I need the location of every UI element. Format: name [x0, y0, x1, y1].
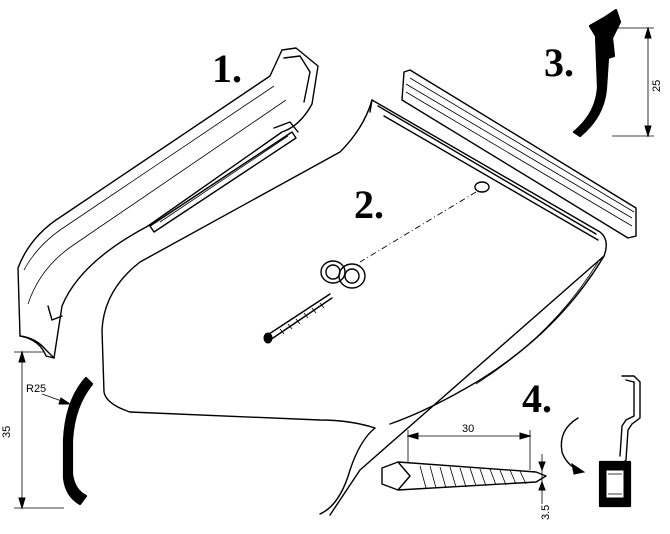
dim-screw-head: 3.5 [540, 505, 552, 520]
washer-ring [320, 260, 366, 289]
dim-radius-left: R25 [26, 383, 46, 395]
label-part-3: 3. [544, 40, 574, 85]
mounting-screw [263, 293, 333, 344]
end-cap [17, 47, 319, 359]
clip-strip [401, 69, 637, 239]
clip-detail [560, 375, 641, 508]
dim-screw-length: 30 [462, 423, 474, 435]
screw-detail [381, 430, 547, 504]
label-part-1: 1. [212, 46, 242, 91]
sill-board [101, 99, 607, 516]
left-profile [14, 350, 94, 510]
edge-profile [572, 8, 654, 138]
label-part-2: 2. [354, 182, 384, 227]
dim-height-part3: 25 [651, 80, 663, 92]
label-part-4: 4. [522, 376, 552, 421]
dim-height-left: 35 [1, 426, 13, 438]
